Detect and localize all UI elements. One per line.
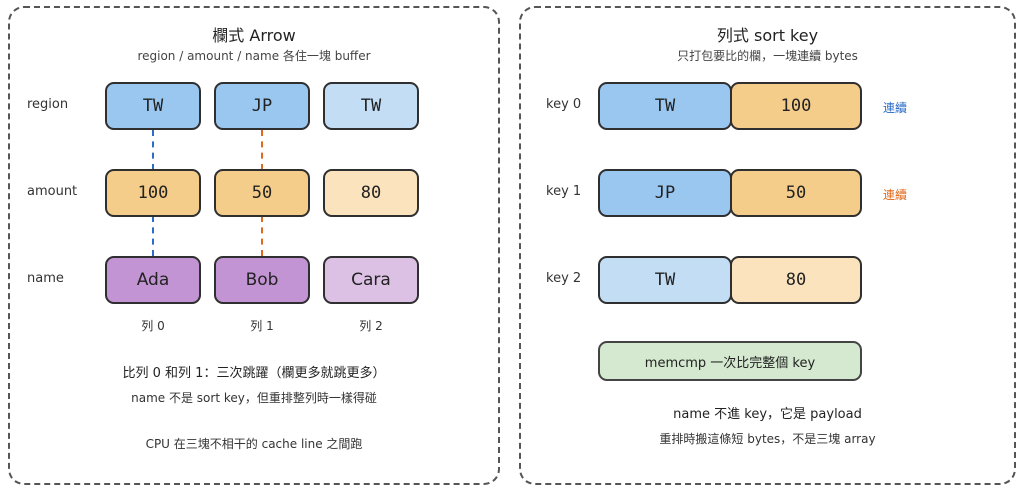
connector-col1-lower — [261, 216, 263, 256]
col-label-2: 列 2 — [359, 319, 383, 333]
right-panel-sortkey — [519, 6, 1016, 485]
key1-region: JP — [598, 169, 732, 217]
region-cell-0: TW — [105, 82, 201, 130]
left-note-jumps: 比列 0 和列 1：三次跳躍（欄更多就跳更多） — [122, 366, 386, 381]
key1-amount: 50 — [730, 169, 862, 217]
right-note-move: 重排時搬這條短 bytes，不是三塊 array — [659, 432, 876, 446]
col-label-1: 列 1 — [250, 319, 274, 333]
right-subtitle: 只打包要比的欄，一塊連續 bytes — [677, 49, 858, 63]
row-label-amount: amount — [27, 184, 78, 199]
left-note-payload: name 不是 sort key，但重排整列時一樣得碰 — [131, 391, 377, 405]
col-label-0: 列 0 — [141, 319, 165, 333]
name-cell-2: Cara — [323, 256, 419, 304]
key0-region: TW — [598, 82, 732, 130]
amount-cell-1: 50 — [214, 169, 310, 217]
row-label-region: region — [27, 97, 69, 112]
left-panel-arrow — [8, 6, 500, 485]
left-title: 欄式 Arrow — [212, 26, 296, 45]
key2-amount: 80 — [730, 256, 862, 304]
amount-cell-0: 100 — [105, 169, 201, 217]
connector-col0-lower — [152, 216, 154, 256]
row-label-name: name — [27, 271, 64, 286]
key-label-2: key 2 — [546, 271, 582, 286]
right-note-payload: name 不進 key，它是 payload — [673, 407, 862, 422]
left-note-cpu: CPU 在三塊不相干的 cache line 之間跑 — [145, 437, 363, 451]
key1-contiguous-tag: 連續 — [883, 188, 908, 202]
key2-region: TW — [598, 256, 732, 304]
memcmp-box: memcmp 一次比完整個 key — [598, 341, 862, 381]
name-cell-0: Ada — [105, 256, 201, 304]
key-label-0: key 0 — [546, 97, 582, 112]
connector-col1-upper — [261, 130, 263, 170]
key0-amount: 100 — [730, 82, 862, 130]
amount-cell-2: 80 — [323, 169, 419, 217]
region-cell-2: TW — [323, 82, 419, 130]
region-cell-1: JP — [214, 82, 310, 130]
connector-col0-upper — [152, 130, 154, 170]
name-cell-1: Bob — [214, 256, 310, 304]
right-title: 列式 sort key — [716, 26, 819, 45]
key-label-1: key 1 — [546, 184, 582, 199]
key0-contiguous-tag: 連續 — [883, 101, 908, 115]
left-subtitle: region / amount / name 各住一塊 buffer — [137, 49, 371, 63]
